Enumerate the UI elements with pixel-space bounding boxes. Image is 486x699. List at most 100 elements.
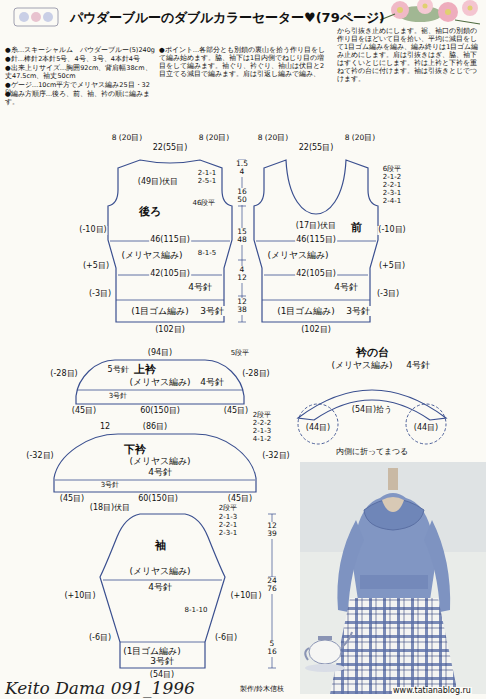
dimension-label: (-3目) [376,290,400,299]
dimension-label: 8 (20目) [109,134,145,142]
piece-name: 後ろ [138,206,162,219]
dimension-label: (86目) [142,423,168,432]
dimension-label: 22(55目) [152,144,189,153]
instruction-text: ●ポイント…各部分とも別鎖の裏山を拾う作り目をして編み始めます。脇、袖下は1目内… [158,47,332,79]
dimension-label: 12 38 [235,298,250,315]
dimension-label: (-28目) [49,370,78,379]
dimension-label: 2-1-2 [382,174,402,182]
dimension-label: www.tatianablog.ru [392,687,472,696]
flower-decoration [380,0,480,24]
dimension-label: 24 76 [265,577,280,594]
piece-outline [298,390,446,420]
stitch-note: 4号針 [199,377,225,387]
piece-name: 上衿 [133,364,157,377]
dimension-label: 2-2-2 [252,420,272,428]
piece-name: 衿の台 [355,347,390,360]
dimension-label: (+10目) [63,592,96,601]
dimension-label: 60(150目) [139,407,181,416]
pattern-piece: 袖 (メリヤス編み) 4号針 (1目ゴム編み)3号針 [95,505,235,675]
pattern-piece: 上衿(メリヤス編み) 4号針 [70,355,250,407]
dimension-label: 3号針 [100,482,120,490]
dimension-label: 16 50 [235,188,250,205]
dimension-label: 2-1-3 [218,514,238,522]
dimension-label: (44目) [305,424,331,433]
dimension-label: 46(115目) [149,236,191,245]
dimension-label: 60(150目) [137,495,179,504]
piece-name: 前 [350,222,363,235]
stitch-note: (1目ゴム編み) [122,646,182,656]
instruction-text: ●編み方順序…後ろ、前、袖、衿の順に編みます。 [4,91,156,107]
dimension-label: (45目) [59,495,85,504]
fold-line [406,404,446,444]
dimension-label: 2-1-3 [252,428,272,436]
fold-line [298,404,338,444]
stitch-note: (1目ゴム編み) [130,306,190,316]
dimension-label: 2-5-1 [197,178,217,186]
dimension-label: (-10目) [78,226,107,235]
dimension-label: (102目) [300,326,332,335]
dimension-label: (+5目) [82,262,110,271]
piece-outline [254,160,378,322]
instruction-text: から引抜き止めにします。裾、袖口の別鎖の作り目をほどいて目を拾い、平均に減目をし… [336,28,484,83]
watermark: Keito Dama 091_1996 [4,679,196,698]
dimension-label: 12 [99,423,111,432]
dimension-label: 12 39 [265,522,280,539]
stitch-note: (メリヤス編み) [266,250,329,260]
dimension-label: (-28目) [241,370,270,379]
stitch-note: (メリヤス編み) [120,250,183,260]
stitch-note: (メリヤス編み) [330,360,393,370]
dimension-label: 5号針 [106,366,129,375]
measure-line [120,642,205,643]
dimension-label: 46段平 [192,200,217,208]
stitch-note: 3号針 [149,656,175,666]
dimension-label: 内側に折ってまつる [335,448,409,457]
dimension-label: (17目)伏目 [295,222,337,231]
instruction-text: ●糸…スキーシャルム パウダーブルー(5)240g [4,47,156,55]
stitch-note: 4号針 [187,282,213,292]
dimension-label: (-10目) [377,226,406,235]
stitch-note: (メリヤス編み) [128,377,191,387]
dimension-label: (-32目) [25,452,54,461]
dimension-label: (45目) [227,495,253,504]
measure-line [103,580,222,581]
dimension-label: (18目)伏目 [89,504,131,513]
dimension-label: 2-2-1 [218,522,238,530]
stitch-note: 4号針 [147,582,173,592]
stitch-note: (メリヤス編み) [128,566,191,576]
dimension-label: 8-1-5 [197,250,217,258]
dimension-label: (44目) [413,424,439,433]
stitch-note: 4号針 [333,282,359,292]
dimension-label: 製作/鈴木信枝 [239,686,285,694]
dimension-label: (49目)伏目 [137,178,179,187]
stitch-note: 4号針 [147,467,173,477]
dimension-label: (-3目) [88,290,112,299]
pattern-piece: 下衿(メリヤス編み)4号針 [50,430,260,494]
piece-outline [54,434,256,492]
stitch-note: 3号針 [199,306,225,316]
dimension-label: (45目) [71,407,97,416]
dimension-label: 5 16 [265,640,280,657]
dimension-label: 2-1-1 [197,170,217,178]
stitch-note: (メリヤス編み) [128,456,191,466]
stitch-note: 4号針 [405,360,431,370]
dimension-label: 2-2-1 [382,182,402,190]
dimension-label: 2段平 [218,505,238,513]
measure-line [77,390,243,391]
dimension-label: (-32目) [261,452,290,461]
dimension-label: (-6目) [214,634,238,643]
dimension-label: 42(105目) [149,270,191,279]
dimension-label: 4-1-2 [252,436,272,444]
measure-line [262,300,370,301]
dimension-label: 4 12 [235,266,250,283]
piece-name: 袖 [154,540,167,553]
piece-outline [100,514,225,668]
instruction-text: ●針…棒針2本針5号、4号、3号、4本針4号 [4,56,156,64]
dimension-label: 1.5 4 [235,160,250,177]
instruction-text: ●出来上りサイズ…胸囲92cm、背肩幅38cm、丈47.5cm、袖丈50cm [4,65,156,81]
dimension-label: 5段平 [230,350,250,358]
dimension-label: 8-1-10 [184,607,209,615]
dimension-label: 8 (20目) [255,134,291,142]
dimension-label: 42(105目) [295,270,337,279]
dimension-label: 6段平 [382,166,402,174]
page-title: パウダーブルーのダブルカラーセーター♥(79ページ) [70,9,385,27]
